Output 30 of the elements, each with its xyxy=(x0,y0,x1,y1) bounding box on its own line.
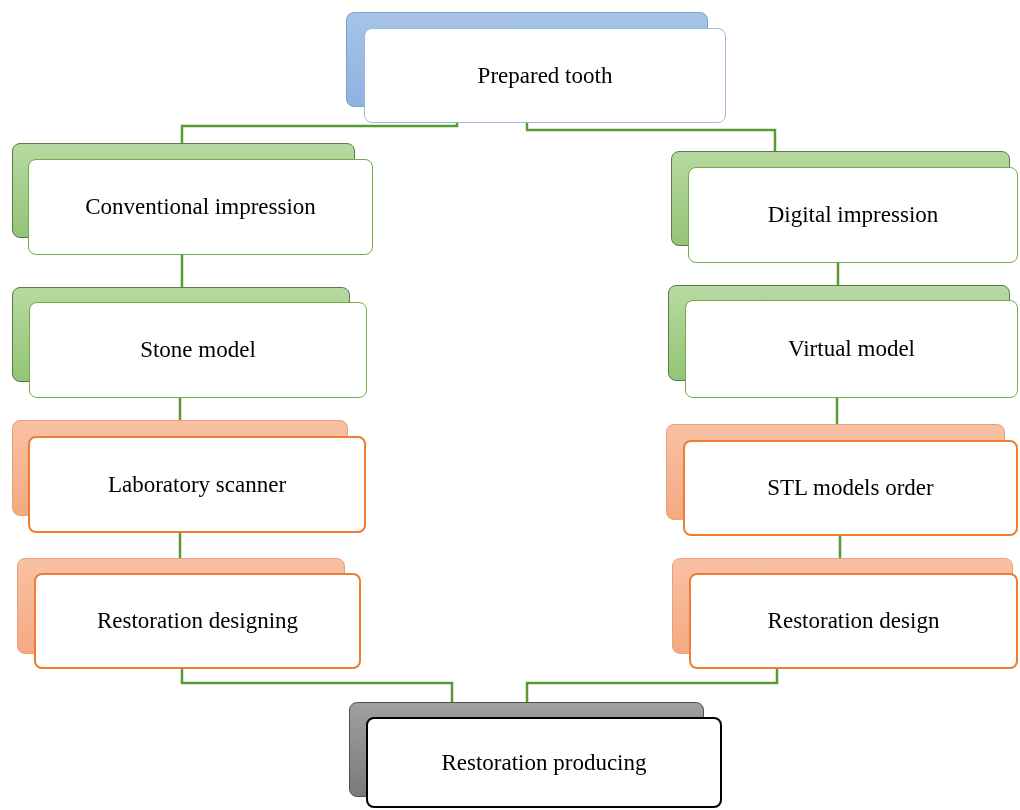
connector-line xyxy=(525,669,779,702)
stacked-card xyxy=(12,420,366,533)
process-box: Laboratory scanner xyxy=(28,436,366,533)
process-box: Digital impression xyxy=(688,167,1018,263)
stacked-card xyxy=(346,12,726,123)
stacked-card xyxy=(12,143,373,255)
stacked-card xyxy=(671,151,1018,263)
stacked-card xyxy=(349,702,722,808)
connector-line xyxy=(180,122,459,143)
connector-line xyxy=(835,398,839,424)
connector-line xyxy=(525,123,777,151)
process-box: Restoration design xyxy=(689,573,1018,669)
process-box: Conventional impression xyxy=(28,159,373,255)
process-box: Prepared tooth xyxy=(364,28,726,123)
stacked-card xyxy=(12,287,367,398)
process-box: Restoration designing xyxy=(34,573,361,669)
connector-line xyxy=(178,398,182,420)
connector-line xyxy=(836,263,840,285)
process-box: Virtual model xyxy=(685,300,1018,398)
stacked-card xyxy=(672,558,1018,669)
process-box: Stone model xyxy=(29,302,367,398)
connector-line xyxy=(838,536,842,558)
stacked-card xyxy=(668,285,1018,398)
process-box: Restoration producing xyxy=(366,717,722,808)
process-box: STL models order xyxy=(683,440,1018,536)
connector-line xyxy=(180,255,184,287)
stacked-card xyxy=(17,558,361,669)
stacked-card xyxy=(666,424,1018,536)
connector-line xyxy=(178,533,182,558)
connector-line xyxy=(180,669,454,702)
